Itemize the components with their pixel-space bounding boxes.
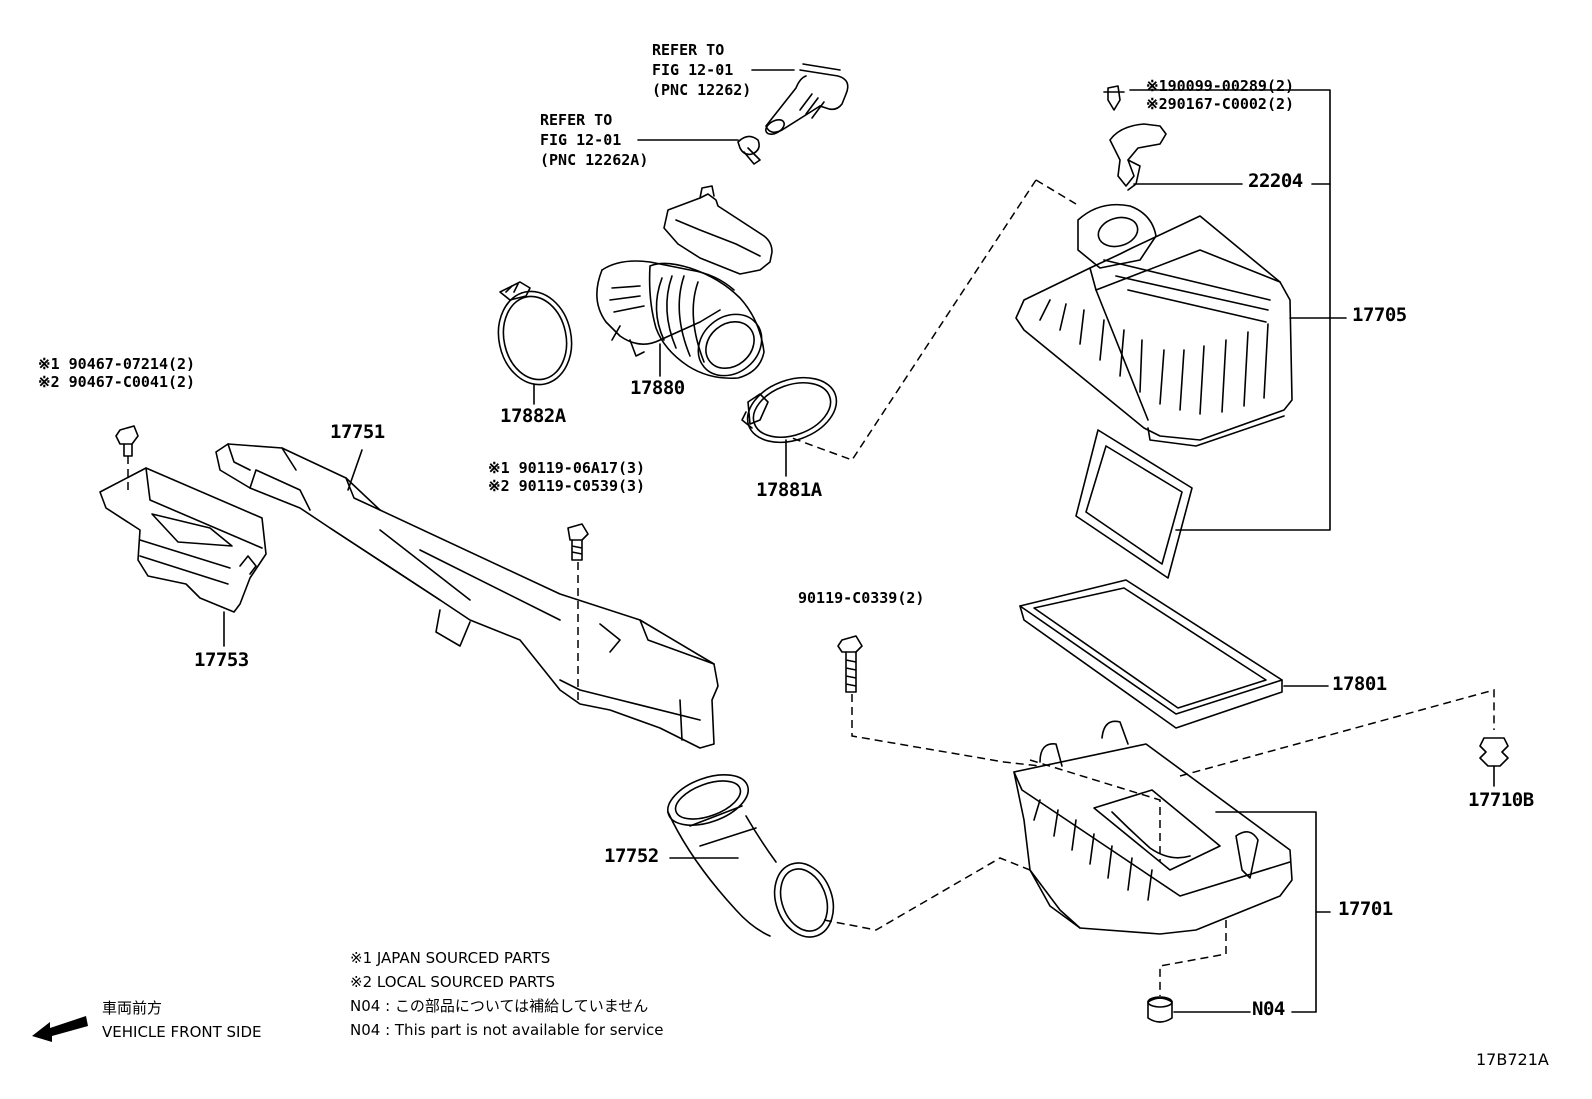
grommet-17710B-drawing: [1479, 737, 1509, 767]
bolt-90119a-label-2: ※2 90119-C0539(3): [488, 477, 646, 495]
part-22204-label[interactable]: 22204: [1248, 170, 1303, 192]
bolt-90119a-drawing: [567, 523, 589, 561]
bolt-90119c-drawing: [837, 635, 863, 693]
ref-12262-line3: (PNC 12262): [652, 81, 752, 99]
ref-12262A-line3: (PNC 12262A): [540, 151, 649, 169]
ref-12262A-line2: FIG 12-01: [540, 131, 622, 149]
clamp-17882A-drawing: [497, 281, 573, 386]
sensor-22204-drawing: [1103, 85, 1167, 191]
air-hose-17880-drawing: [596, 185, 773, 380]
arrow-left-icon: [32, 1016, 88, 1042]
legend-note-1: ※1 JAPAN SOURCED PARTS: [350, 949, 551, 967]
direction-label: 車両前方 VEHICLE FRONT SIDE: [102, 996, 262, 1044]
part-17701-label[interactable]: 17701: [1338, 898, 1393, 920]
filter-17801-drawing: [1019, 579, 1283, 729]
gasket-drawing: [1075, 429, 1193, 579]
part-17882A-label[interactable]: 17882A: [500, 405, 566, 427]
part-17880-label[interactable]: 17880: [630, 377, 685, 399]
ref-12262A-line1: REFER TO: [540, 111, 613, 129]
ref-12262-line1: REFER TO: [652, 41, 725, 59]
part-17881A-label[interactable]: 17881A: [756, 479, 822, 501]
bolt-90099-label-1: ※190099-00289(2): [1146, 77, 1295, 95]
bolt-90467-drawing: [115, 425, 139, 457]
ref-12262-line2: FIG 12-01: [652, 61, 734, 79]
legend-n04-en: N04 : This part is not available for ser…: [350, 1021, 664, 1039]
cover-17705-drawing: [1015, 203, 1293, 447]
part-17753-label[interactable]: 17753: [194, 649, 249, 671]
cap-N04-drawing: [1147, 996, 1173, 1023]
ref-12262A-label: REFER TO FIG 12-01 (PNC 12262A): [540, 110, 648, 170]
clip-12262A-drawing: [737, 135, 761, 165]
ref-12262-label: REFER TO FIG 12-01 (PNC 12262): [652, 40, 751, 100]
part-17710B-label[interactable]: 17710B: [1468, 789, 1534, 811]
leader-lines: [223, 69, 1495, 1013]
clamp-17881A-drawing: [741, 376, 838, 444]
part-17705-label[interactable]: 17705: [1352, 304, 1407, 326]
part-17752-label[interactable]: 17752: [604, 845, 659, 867]
hose-12262-drawing: [765, 63, 849, 136]
part-17751-label[interactable]: 17751: [330, 421, 385, 443]
legend-n04-jp: N04 : この部品については補給していません: [350, 997, 649, 1015]
case-17701-drawing: [1013, 720, 1293, 935]
figure-code: 17B721A: [1476, 1050, 1549, 1069]
direction-en: VEHICLE FRONT SIDE: [102, 1023, 262, 1041]
intake-17751-drawing: [215, 443, 719, 749]
duct-17752-drawing: [667, 774, 835, 938]
legend-note-2: ※2 LOCAL SOURCED PARTS: [350, 973, 555, 991]
bolt-90467-label-1: ※1 90467-07214(2): [38, 355, 196, 373]
bolt-90099-label-2: ※290167-C0002(2): [1146, 95, 1295, 113]
part-N04-label[interactable]: N04: [1252, 998, 1285, 1020]
bolt-90119a-label-1: ※1 90119-06A17(3): [488, 459, 646, 477]
part-17801-label[interactable]: 17801: [1332, 673, 1387, 695]
bolt-90119c-label: 90119-C0339(2): [798, 589, 925, 607]
bolt-90467-label-2: ※2 90467-C0041(2): [38, 373, 196, 391]
bracket-17753-drawing: [99, 467, 267, 613]
legend-block: ※1 JAPAN SOURCED PARTS ※2 LOCAL SOURCED …: [350, 946, 664, 1042]
direction-jp: 車両前方: [102, 999, 163, 1017]
